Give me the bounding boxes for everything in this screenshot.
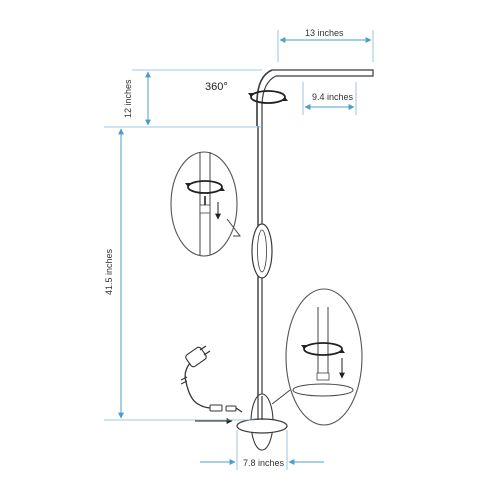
rotate-arrow-icon bbox=[301, 342, 345, 356]
dimension-head-depth: 9.4 inches bbox=[302, 82, 357, 115]
lamp-base-plate bbox=[236, 418, 288, 434]
rotation-label: 360° bbox=[205, 81, 228, 93]
neck-height-label: 12 inches bbox=[123, 79, 133, 118]
base-width-label: 7.8 inches bbox=[243, 458, 285, 468]
dimension-neck-height: 12 inches bbox=[104, 69, 262, 128]
rotate-arrow-icon bbox=[185, 180, 225, 194]
power-plug-icon bbox=[185, 345, 211, 368]
detail-pointer bbox=[226, 218, 242, 237]
lamp-neck bbox=[256, 69, 273, 126]
power-cord bbox=[180, 345, 243, 424]
pole-height-label: 41.5 inches bbox=[104, 248, 114, 295]
rotate-arrow-icon bbox=[248, 90, 288, 104]
lamp-outline bbox=[236, 69, 374, 451]
detail-pole-connector bbox=[170, 151, 242, 257]
head-width-label: 13 inches bbox=[305, 28, 344, 38]
detail-pointer bbox=[271, 389, 291, 405]
lamp-head bbox=[272, 69, 374, 77]
dimension-head-width: 13 inches bbox=[277, 28, 374, 62]
detail-base-connector bbox=[271, 288, 363, 426]
dimension-base-width: 7.8 inches bbox=[200, 430, 324, 470]
pole-joint-oval bbox=[251, 223, 273, 279]
head-depth-label: 9.4 inches bbox=[312, 92, 354, 102]
head-rotation: 360° bbox=[205, 81, 288, 104]
dimension-pole-height: 41.5 inches bbox=[104, 128, 255, 421]
